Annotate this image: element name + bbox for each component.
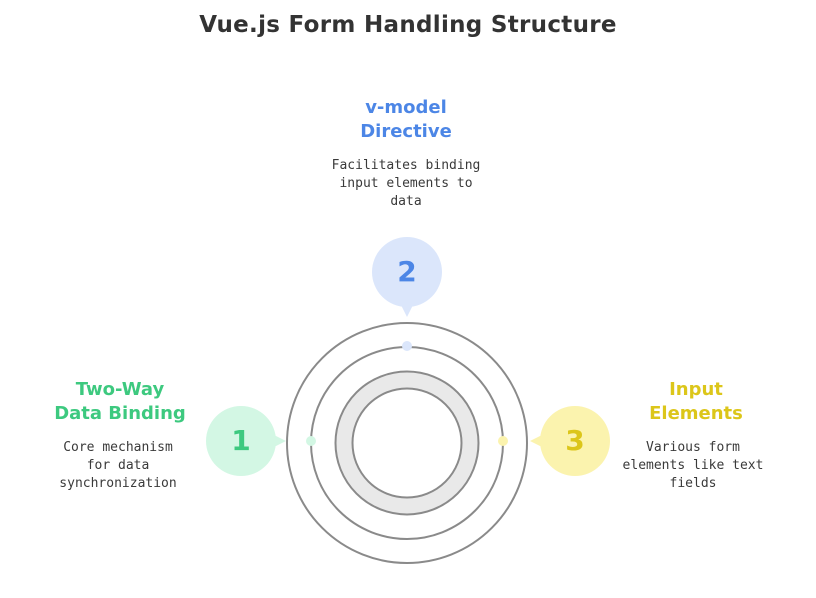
marker-1-bubble [206,406,276,476]
item-3-heading-line2: Elements [649,403,743,424]
core-ring-fill [336,372,478,514]
marker-1-dot [306,436,316,446]
item-1-heading: Two-Way Data Binding [20,378,220,426]
marker-2-bubble [372,237,442,307]
item-3-desc-line2: elements like text [622,458,764,473]
marker-2-pointer [400,303,414,317]
item-1-description: Core mechanism for data synchronization [18,439,218,493]
item-3-desc-line1: Various form [646,440,740,455]
item-1-heading-line1: Two-Way [75,379,165,400]
marker-3-bubble [540,406,610,476]
marker-3-pointer [530,434,544,448]
item-2-heading-line2: Directive [360,121,452,142]
item-2-description: Facilitates binding input elements to da… [306,157,506,211]
item-1-desc-line2: for data [86,458,150,473]
item-1-desc-line3: synchronization [59,476,177,491]
item-2-desc-line3: data [390,194,422,209]
item-3-desc-line3: fields [669,476,717,491]
item-1-desc-line1: Core mechanism [63,440,173,455]
marker-3-number: 3 [565,424,585,457]
marker-3-dot [498,436,508,446]
marker-1-pointer [272,434,286,448]
item-2-heading: v-model Directive [306,96,506,144]
item-3-heading-line1: Input [669,379,723,400]
item-3-description: Various form elements like text fields [593,439,793,493]
marker-1-number: 1 [231,424,251,457]
item-2-heading-line1: v-model [365,97,447,118]
diagram-title: Vue.js Form Handling Structure [199,12,617,38]
item-2-desc-line1: Facilitates binding [331,158,481,173]
item-1-heading-line2: Data Binding [54,403,186,424]
item-3-heading: Input Elements [596,378,796,426]
outer-ring [286,322,528,564]
item-2-desc-line2: input elements to [339,176,473,191]
marker-2-dot [402,341,412,351]
marker-2-number: 2 [397,255,417,288]
